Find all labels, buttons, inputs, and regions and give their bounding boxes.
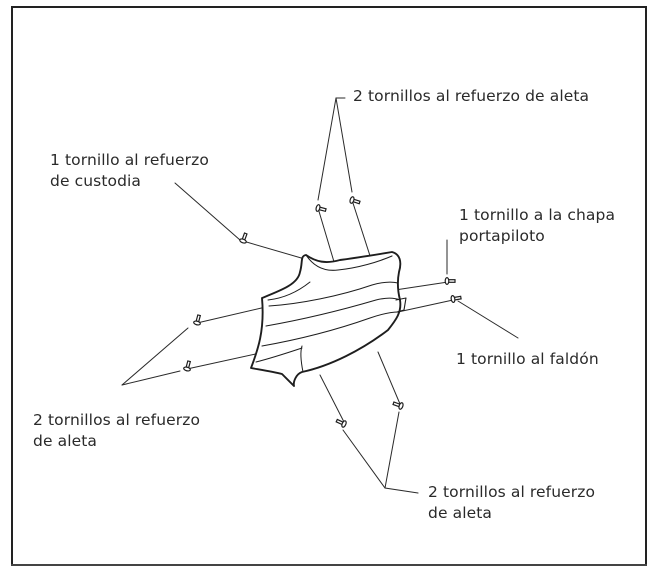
label-custodia-line2: de custodia bbox=[50, 172, 142, 190]
leader-top-left bbox=[317, 97, 346, 201]
label-top-screws: 2 tornillos al refuerzo de aleta bbox=[353, 87, 590, 105]
leader-bottom-right bbox=[384, 411, 400, 489]
label-faldon: 1 tornillo al faldón bbox=[456, 350, 599, 368]
screw-icon bbox=[450, 295, 462, 303]
screw-icon bbox=[183, 360, 192, 372]
label-chapa-line1: 1 tornillo a la chapa bbox=[459, 206, 616, 224]
axis-line-faldon bbox=[397, 299, 454, 313]
leader-custodia bbox=[174, 182, 241, 241]
leader-left-lower bbox=[121, 370, 181, 386]
leader-bottom-left bbox=[342, 429, 419, 494]
axis-line-left-upper bbox=[196, 305, 271, 324]
axis-line-chapa bbox=[394, 281, 449, 291]
label-bottom-line2: de aleta bbox=[428, 504, 493, 522]
screw-icon bbox=[315, 204, 327, 213]
label-left-line2: de aleta bbox=[33, 432, 98, 450]
label-bottom-line1: 2 tornillos al refuerzo bbox=[428, 483, 596, 501]
screw-icon bbox=[349, 196, 361, 205]
label-left-line1: 2 tornillos al refuerzo bbox=[33, 411, 201, 429]
axis-line-top-right bbox=[351, 199, 373, 263]
screw-icon bbox=[444, 276, 456, 286]
axis-line-bottom-left bbox=[319, 374, 345, 423]
label-chapa-line2: portapiloto bbox=[459, 227, 545, 245]
leader-top-right bbox=[335, 97, 353, 193]
leader-faldon bbox=[457, 300, 519, 339]
leader-left-upper bbox=[121, 327, 189, 386]
screw-icon bbox=[392, 401, 404, 410]
fender-liner-part-icon bbox=[250, 251, 407, 387]
label-custodia-line1: 1 tornillo al refuerzo bbox=[50, 151, 209, 169]
screw-icon bbox=[239, 232, 248, 244]
axis-line-left-lower bbox=[186, 352, 261, 370]
screw-icon bbox=[193, 314, 202, 326]
screw-icon bbox=[335, 418, 347, 428]
axis-line-bottom-right bbox=[377, 351, 401, 405]
